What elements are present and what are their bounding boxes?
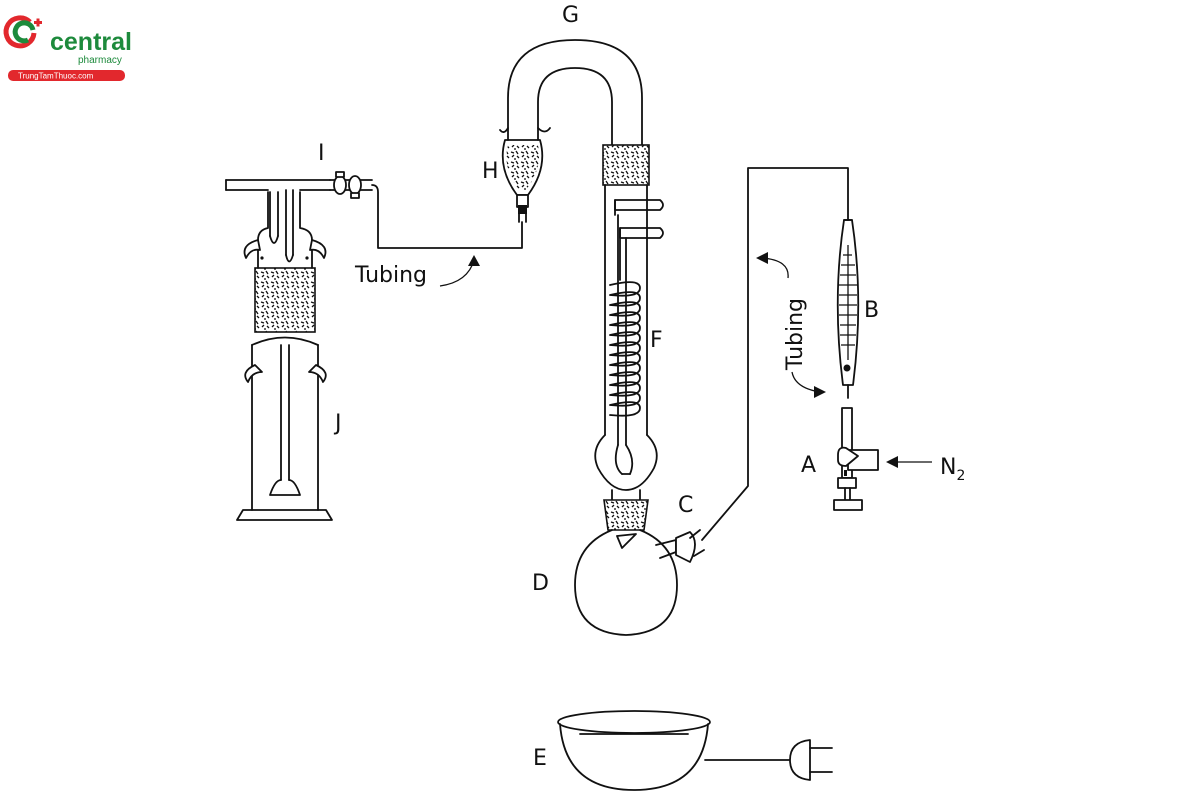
label-tubing-right: Tubing (783, 298, 808, 371)
logo-mark-icon (3, 15, 42, 49)
receiver-j (225, 179, 333, 521)
power-plug-icon (789, 739, 833, 781)
flowmeter-b (836, 219, 860, 399)
flask-d (574, 499, 705, 636)
inlet-valve-a (833, 407, 932, 511)
tubing-line-right (701, 167, 849, 541)
label-b: B (864, 298, 879, 323)
label-j: J (333, 411, 342, 436)
condenser-f (594, 144, 664, 501)
label-e: E (533, 746, 547, 771)
gooseneck-g (499, 39, 643, 146)
label-g: G (562, 3, 579, 28)
label-n2-main: N (940, 455, 956, 480)
logo-bar (8, 70, 125, 81)
tubing-left-arrow (439, 255, 480, 287)
label-i: I (318, 141, 325, 166)
label-n2-sub: 2 (956, 468, 965, 484)
label-f: F (650, 328, 663, 353)
condenser-coil (609, 281, 641, 417)
logo-name: central (50, 28, 132, 56)
brand-logo: central pharmacy TrungTamThuoc.com (3, 15, 132, 81)
logo-site: TrungTamThuoc.com (18, 72, 94, 81)
label-c: C (678, 493, 693, 518)
label-h: H (482, 159, 499, 184)
stopcock-i (329, 171, 373, 199)
drying-tube-h (501, 139, 544, 223)
label-a: A (801, 453, 816, 478)
label-tubing-left: Tubing (354, 263, 427, 288)
tubing-right-arrows (756, 252, 826, 398)
label-n2: N2 (940, 455, 965, 484)
heating-mantle-e (557, 710, 833, 791)
logo-subtitle: pharmacy (78, 55, 122, 66)
label-d: D (532, 571, 549, 596)
tubing-line-left (371, 184, 523, 249)
